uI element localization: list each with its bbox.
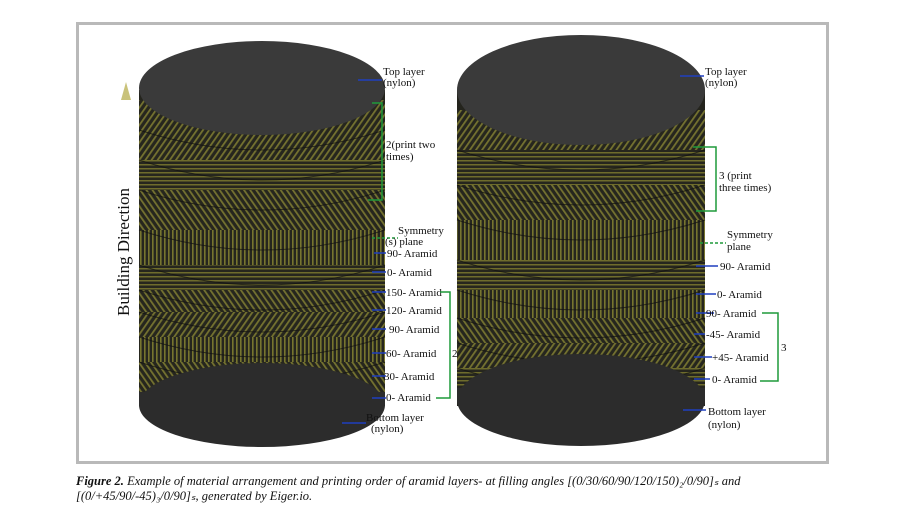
left-layer-label: 150- Aramid	[386, 287, 442, 299]
left-group-count: 2	[452, 348, 458, 360]
right-layer-band	[457, 260, 705, 290]
right-layer-label: 90- Aramid	[706, 308, 757, 320]
right-layer-label: 90- Aramid	[720, 261, 771, 273]
right-layer-band	[457, 290, 705, 318]
right-group-bracket	[760, 313, 778, 381]
right-layer-label: 0- Aramid	[712, 374, 757, 386]
left-repeat-label: times)	[386, 151, 414, 163]
left-layer-label: 60- Aramid	[386, 348, 437, 360]
figure-caption: Figure 2. Example of material arrangemen…	[76, 474, 836, 504]
left-layer-label: 90- Aramid	[387, 248, 438, 260]
right-layer-label: +45- Aramid	[712, 352, 769, 364]
right-symmetry-label: plane	[727, 241, 751, 253]
right-layer-band	[457, 185, 705, 220]
right-repeat-label: three times)	[719, 182, 772, 194]
left-top-layer-label: (nylon)	[383, 77, 416, 89]
left-layer-label: 0- Aramid	[387, 267, 432, 279]
caption-label: Figure 2.	[76, 474, 124, 488]
left-layer-label: 0- Aramid	[386, 392, 431, 404]
right-group-count: 3	[781, 342, 787, 354]
building-direction-label: Building Direction	[114, 188, 133, 316]
left-bottom-layer-label: (nylon)	[371, 423, 404, 435]
right-layer-label: -45- Aramid	[706, 329, 761, 341]
right-top-layer-label: (nylon)	[705, 77, 738, 89]
left-top-disk	[139, 41, 385, 135]
right-layer-band	[457, 150, 705, 185]
right-symmetry-label: Symmetry	[727, 229, 773, 241]
right-layer-label: 0- Aramid	[717, 289, 762, 301]
right-repeat-label: 3 (print	[719, 170, 752, 182]
right-cylinder	[457, 35, 705, 446]
left-layer-band	[139, 290, 385, 312]
left-layer-band	[139, 160, 385, 190]
right-layer-band	[457, 318, 705, 343]
left-layer-label: 120- Aramid	[386, 305, 442, 317]
left-symmetry-label: (s) plane	[385, 236, 423, 248]
left-layer-band	[139, 312, 385, 337]
left-layer-band	[139, 265, 385, 290]
caption-text: Example of material arrangement and prin…	[76, 474, 740, 503]
left-layer-band	[139, 230, 385, 265]
left-layer-label: 30- Aramid	[384, 371, 435, 383]
left-layer-band	[139, 337, 385, 362]
right-bottom-layer-label: Bottom layer	[708, 406, 766, 418]
right-bottom-layer-label: (nylon)	[708, 419, 741, 431]
left-layer-label: 90- Aramid	[389, 324, 440, 336]
left-cylinder	[139, 41, 385, 447]
right-top-disk	[457, 35, 705, 145]
left-repeat-label: 2(print two	[386, 139, 436, 151]
